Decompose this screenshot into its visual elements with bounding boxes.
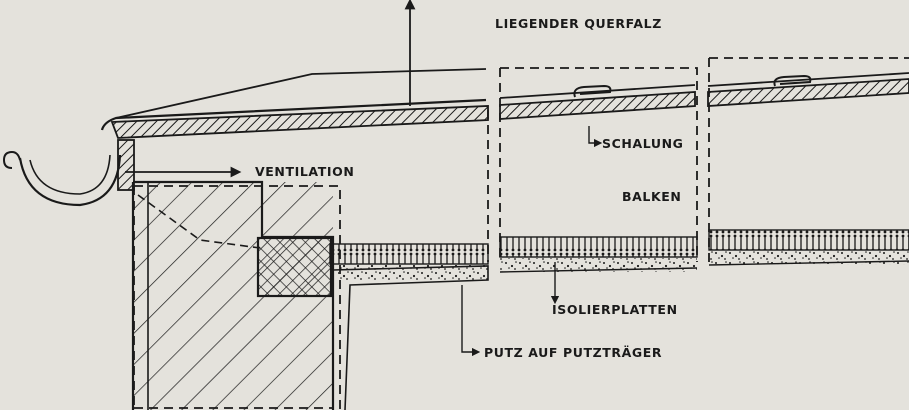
querfalz-fold-1 (573, 84, 612, 98)
label-putz: PUTZ AUF PUTZTRÄGER (484, 345, 662, 360)
schalung-board-3 (707, 78, 909, 107)
isolierplatten-3 (708, 229, 909, 251)
isolierplatten-1 (329, 243, 489, 265)
label-liegender-querfalz: LIEGENDER QUERFALZ (495, 16, 662, 31)
beam-support-block (256, 236, 333, 298)
putz-leader (461, 285, 481, 357)
querfalz-fold-2 (773, 74, 812, 87)
roof-sheet-upper (115, 68, 487, 119)
dashed-panels (133, 57, 909, 410)
roof-sheet-lower (100, 98, 487, 131)
label-schalung: SCHALUNG (602, 136, 684, 151)
fascia-board (117, 139, 135, 191)
isolierplatten-2 (499, 236, 698, 258)
label-balken: BALKEN (622, 189, 681, 204)
schalung-board-1 (110, 105, 489, 139)
putz-layer-1 (338, 265, 488, 280)
gutter (2, 150, 122, 207)
schalung-leader (588, 126, 603, 148)
label-ventilation: VENTILATION (255, 164, 354, 179)
label-isolierplatten: ISOLIERPLATTEN (552, 302, 678, 317)
